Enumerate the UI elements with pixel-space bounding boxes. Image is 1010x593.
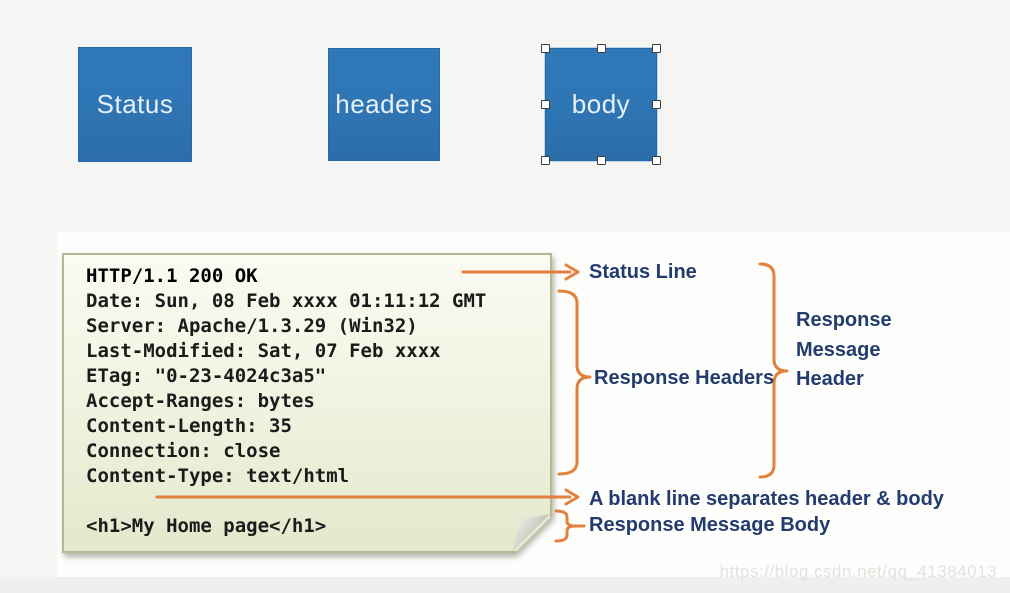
status-box-label: Status bbox=[96, 89, 174, 119]
response-headers-label: Response Headers bbox=[594, 367, 775, 389]
selection-handle-nw[interactable] bbox=[541, 44, 550, 53]
status-line-label: Status Line bbox=[589, 261, 697, 283]
response-message-header-line3: Header bbox=[796, 368, 864, 390]
note-paper: HTTP/1.1 200 OK Date: Sun, 08 Feb xxxx 0… bbox=[62, 253, 552, 553]
shape-headers-box[interactable]: headers bbox=[328, 48, 440, 161]
selection-handle-ne[interactable] bbox=[652, 44, 661, 53]
bottom-strip bbox=[0, 577, 1010, 593]
selection-handle-se[interactable] bbox=[652, 156, 661, 165]
http-response-headers: Date: Sun, 08 Feb xxxx 01:11:12 GMT Serv… bbox=[86, 290, 487, 487]
http-response-note: HTTP/1.1 200 OK Date: Sun, 08 Feb xxxx 0… bbox=[62, 253, 552, 553]
shape-body-box[interactable]: body bbox=[541, 44, 661, 165]
watermark: https://blog.csdn.net/qq_41384013 bbox=[719, 562, 997, 581]
selection-handle-n[interactable] bbox=[596, 44, 606, 53]
http-body-line: <h1>My Home page</h1> bbox=[86, 515, 327, 537]
http-status-line: HTTP/1.1 200 OK bbox=[86, 265, 258, 287]
selection-handle-e[interactable] bbox=[652, 100, 661, 109]
selection-handle-sw[interactable] bbox=[541, 156, 550, 165]
headers-box-label: headers bbox=[335, 89, 433, 119]
response-message-header-line2: Message bbox=[796, 338, 881, 361]
blank-line-label: A blank line separates header & body bbox=[589, 488, 944, 510]
selection-handle-w[interactable] bbox=[541, 100, 550, 109]
response-message-header-line1: Response bbox=[796, 309, 892, 331]
shape-status-box[interactable]: Status bbox=[78, 47, 192, 162]
folded-corner bbox=[513, 514, 550, 551]
response-message-body-label: Response Message Body bbox=[589, 514, 831, 536]
selection-handle-s[interactable] bbox=[596, 156, 606, 165]
response-message-header-label: Response Message Header bbox=[796, 306, 892, 395]
body-box-label: body bbox=[571, 89, 631, 119]
